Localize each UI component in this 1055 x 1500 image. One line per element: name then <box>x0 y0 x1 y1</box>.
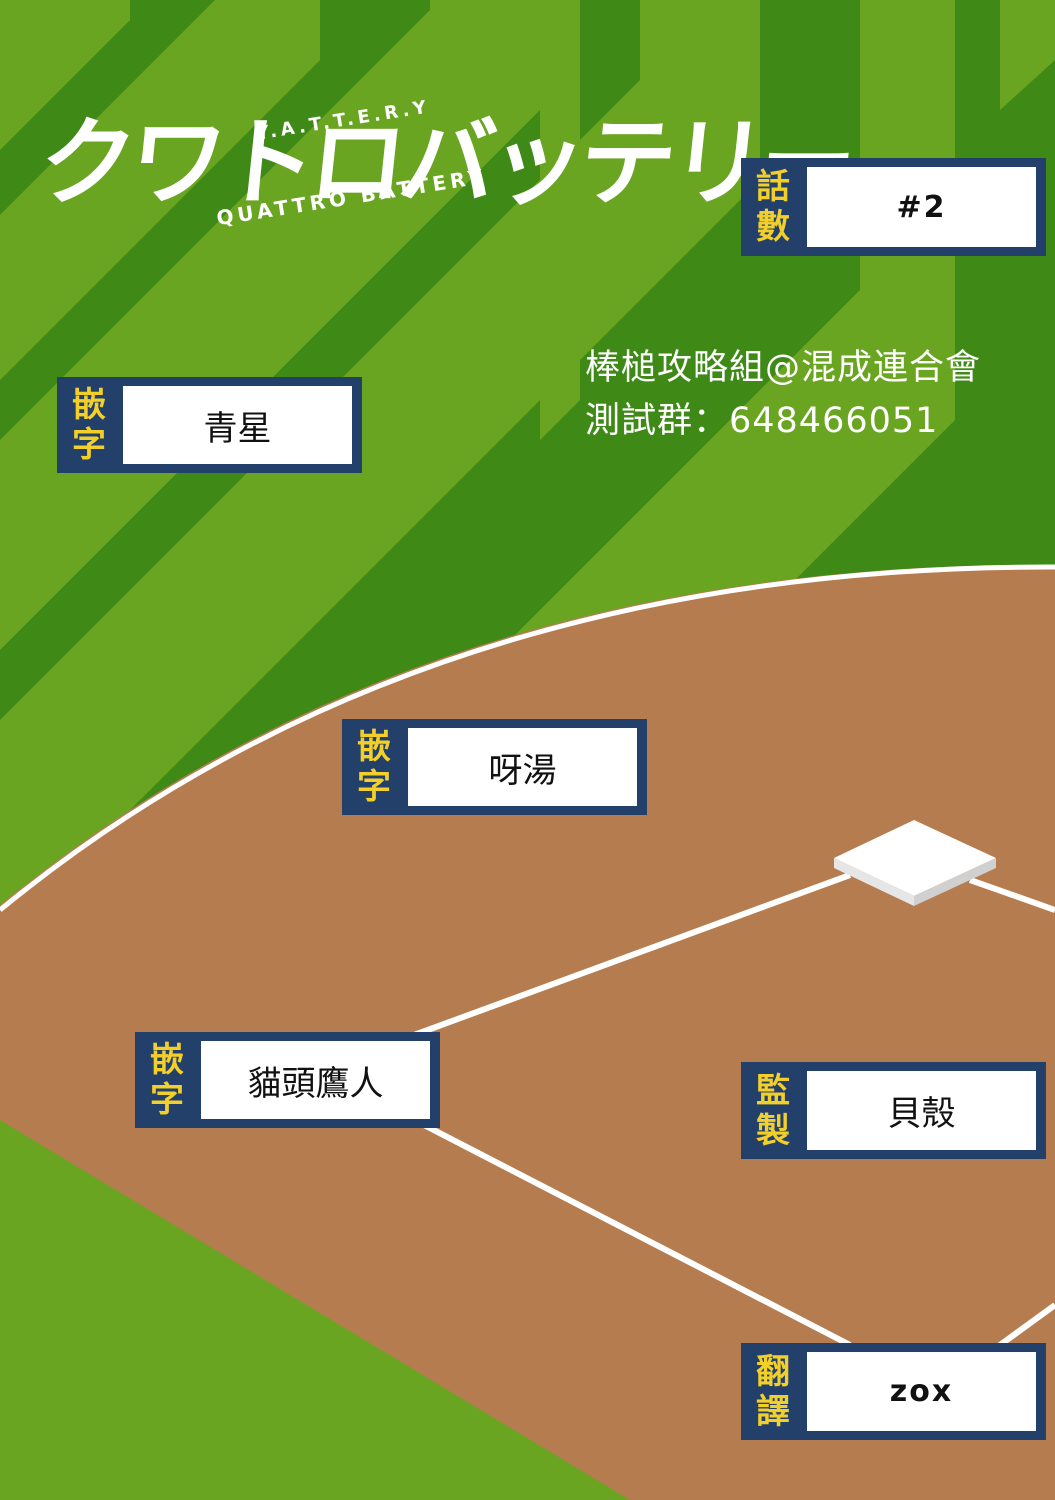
credit-name: zox <box>807 1352 1036 1431</box>
series-logo: Y.A.T.T.E.R.Y クワトロバッテリー QUATTRO BATTERY <box>34 96 856 245</box>
credit-card-typesetter-3: 嵌 字 貓頭鷹人 <box>135 1032 440 1128</box>
test-group-number: 測試群：648466051 <box>585 401 939 441</box>
credit-name: 貓頭鷹人 <box>201 1041 430 1119</box>
group-credits: 棒槌攻略組@混成連合會 測試群：648466051 <box>585 342 981 448</box>
episode-label: 話 數 <box>756 167 790 247</box>
credit-role: 嵌 字 <box>357 727 391 807</box>
logo-title: クワトロバッテリー <box>34 107 856 219</box>
episode-number: #2 <box>807 167 1036 247</box>
credit-card-producer: 監 製 貝殼 <box>741 1062 1046 1159</box>
credit-card-translator: 翻 譯 zox <box>741 1343 1046 1440</box>
credit-name: 呀湯 <box>408 728 637 806</box>
group-name: 棒槌攻略組@混成連合會 <box>585 348 982 388</box>
credit-name: 貝殼 <box>807 1071 1036 1150</box>
credit-name: 青星 <box>123 386 352 464</box>
credit-role: 翻 譯 <box>756 1351 790 1432</box>
credit-card-typesetter-1: 嵌 字 青星 <box>57 377 362 473</box>
credit-role: 嵌 字 <box>72 385 106 465</box>
episode-card: 話 數 #2 <box>741 158 1046 256</box>
credit-role: 監 製 <box>756 1070 790 1151</box>
credit-role: 嵌 字 <box>150 1040 184 1120</box>
credit-card-typesetter-2: 嵌 字 呀湯 <box>342 719 647 815</box>
